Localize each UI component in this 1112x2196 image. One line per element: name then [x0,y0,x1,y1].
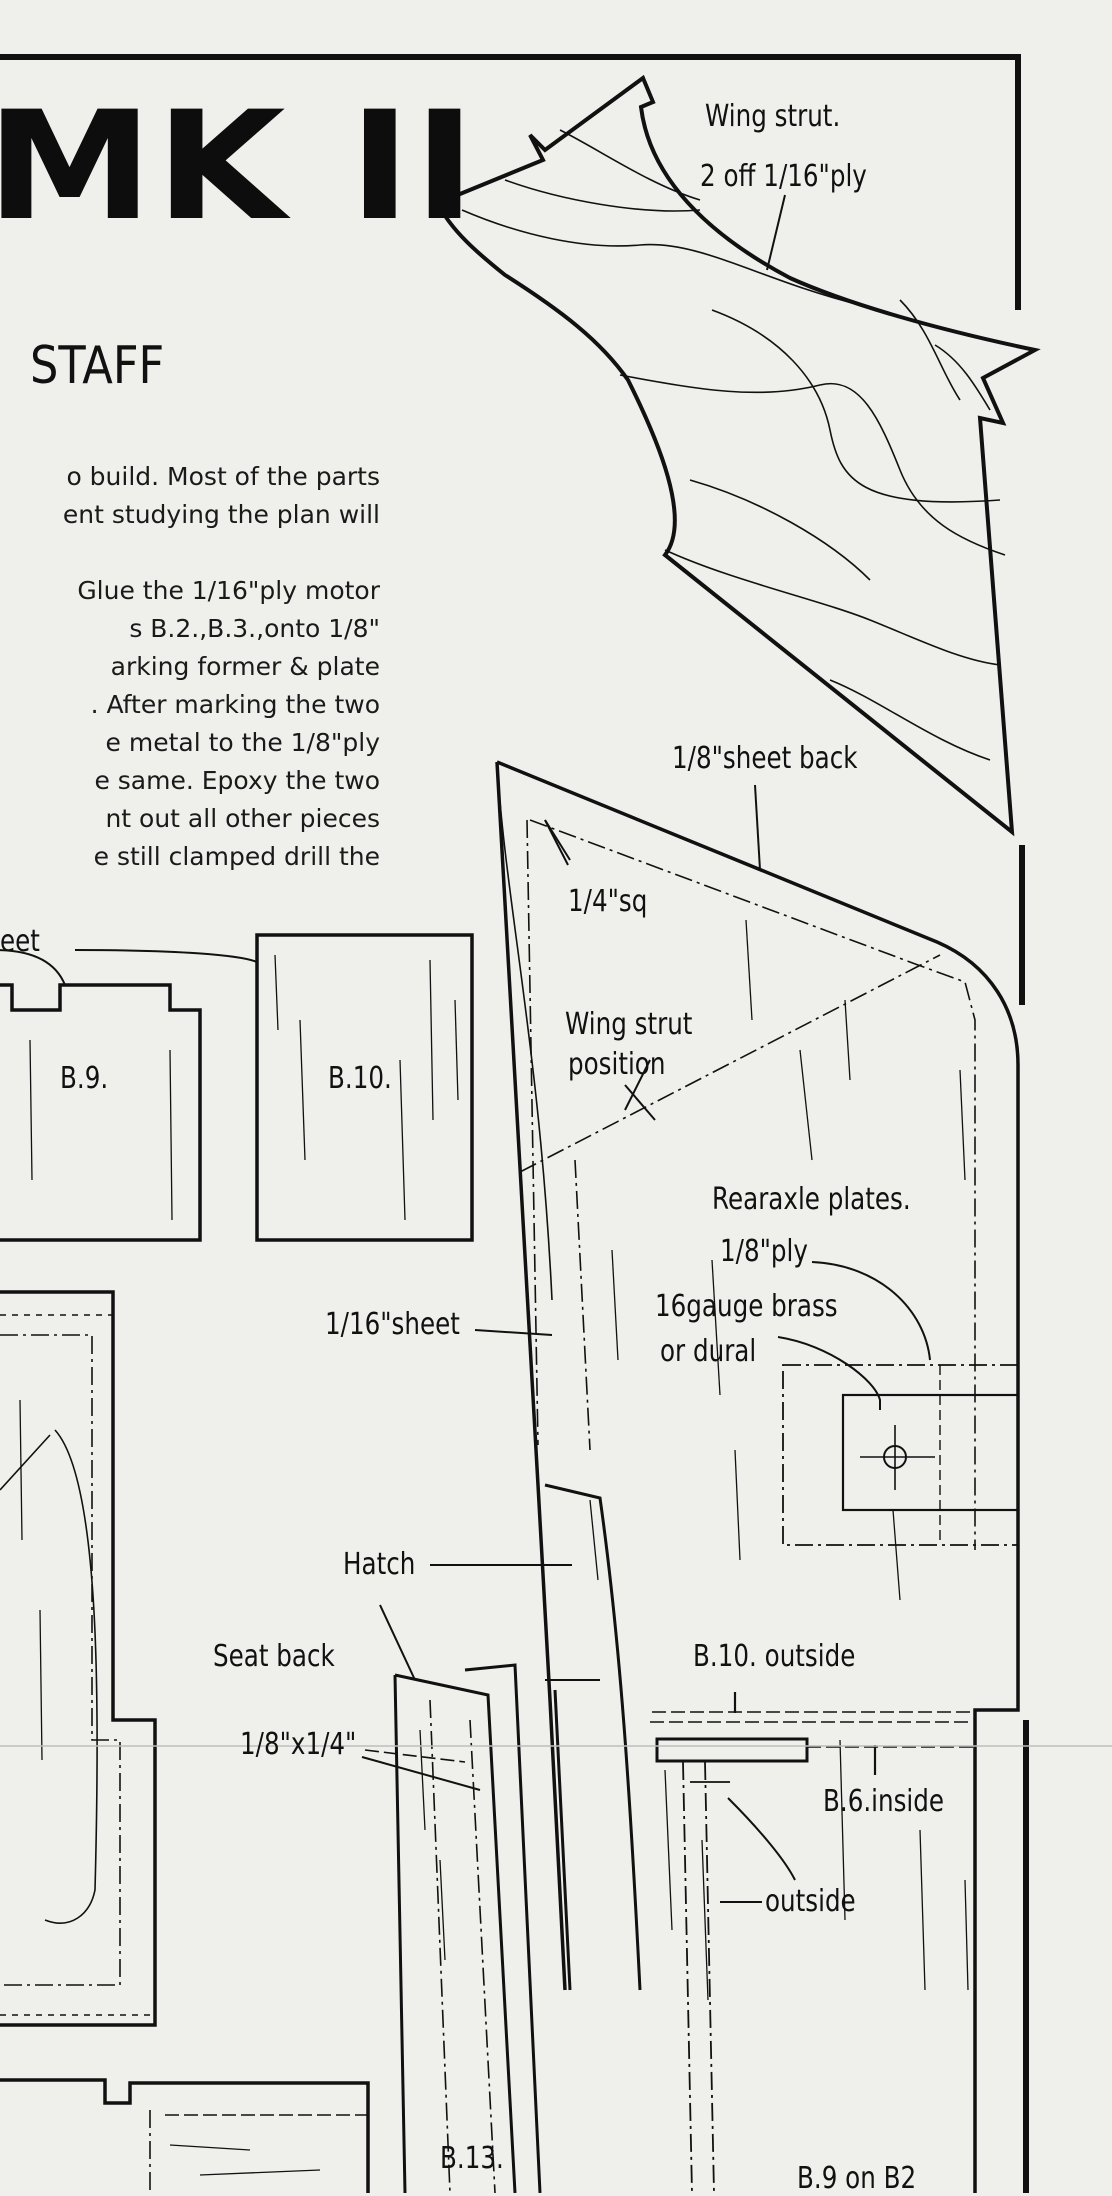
label-wing-strut-position-1: Wing strut [565,1007,693,1042]
label-quarter-sq: 1/4"sq [568,884,648,919]
label-sixteenth-sheet: 1/16"sheet [325,1307,460,1342]
text-line: s B.2.,B.3.,onto 1/8" [129,614,380,643]
label-wing-strut-position-2: position [568,1047,666,1082]
text-line: o build. Most of the parts [66,462,380,491]
text-line: ent studying the plan will [62,500,380,529]
label-seat-back: Seat back [213,1639,335,1674]
label-b10-outside: B.10. outside [693,1639,856,1674]
left-lower-structure [0,1290,370,2193]
text-line: Glue the 1/16"ply motor [77,576,380,605]
label-outside: outside [765,1884,856,1919]
part-b9-b10 [0,933,474,1242]
rear-axle-plates [777,1261,1020,1546]
wing-strut-part [435,74,1041,837]
text-line: e still clamped drill the [93,842,380,871]
part-label-b9: B.9. [60,1061,109,1096]
label-wing-strut: Wing strut. [705,99,841,134]
fuselage-side [495,760,1020,2193]
label-sheet-cut: eet [0,924,40,959]
label-gauge-brass: 16gauge brass [655,1289,838,1324]
label-hatch: Hatch [343,1547,416,1582]
label-eighth-by-quarter: 1/8"x1/4" [240,1727,357,1762]
label-b9-on-b2: B.9 on B2 [797,2161,917,2196]
plan-title: MK II [0,80,479,254]
plan-subtitle: STAFF [30,336,165,396]
label-b13: B.13. [440,2141,504,2176]
text-line: e metal to the 1/8"ply [105,728,380,757]
label-rear-axle-plates: Rearaxle plates. [712,1182,911,1217]
text-line: e same. Epoxy the two [94,766,380,795]
text-line: nt out all other pieces [105,804,380,833]
lower-right-structures [650,1692,975,2193]
text-line: . After marking the two [90,690,380,719]
instructions-text: o build. Most of the parts ent studying … [0,458,380,876]
label-sheet-back: 1/8"sheet back [672,741,858,776]
label-wing-strut-qty: 2 off 1/16"ply [700,159,867,194]
text-line: arking former & plate [110,652,380,681]
part-label-b10: B.10. [328,1061,392,1096]
plan-border [0,54,1029,2193]
label-b6-inside: B.6.inside [823,1784,945,1819]
label-eighth-ply: 1/8"ply [720,1234,808,1269]
hatch-seat-back [361,1329,600,2193]
label-or-dural: or dural [660,1334,757,1369]
